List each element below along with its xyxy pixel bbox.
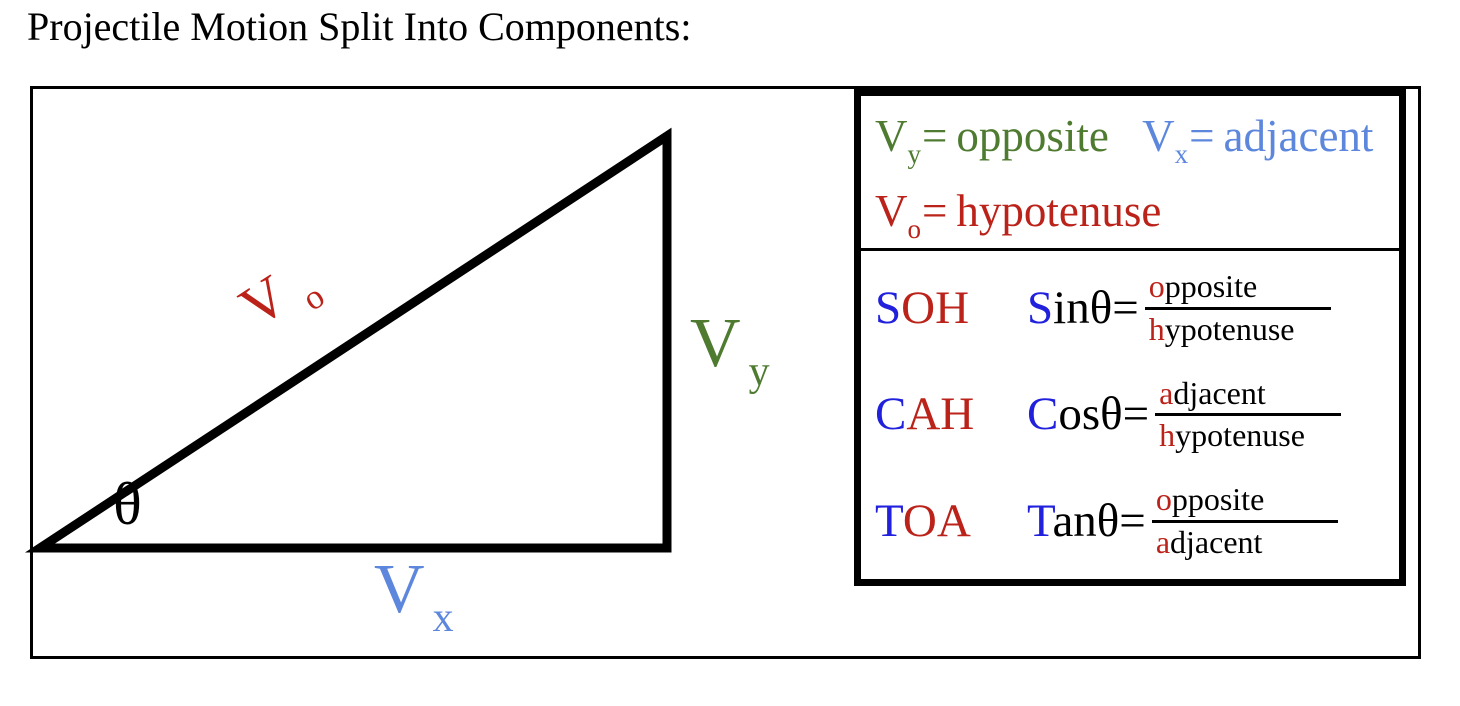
tan-function: Tanθ= [1027, 494, 1146, 547]
definition-vo-word: hypotenuse [956, 186, 1162, 237]
tan-numerator: opposite [1151, 481, 1338, 524]
soh-mnemonic: SOH [875, 281, 1027, 334]
definition-vy: Vy=opposite [875, 111, 1120, 169]
right-triangle [24, 127, 672, 553]
adjacent-side-label-base: V [374, 551, 425, 628]
cos-numerator-initial: a [1159, 374, 1174, 411]
sin-fraction: opposite hypotenuse [1144, 267, 1331, 347]
cah-mnemonic: CAH [875, 390, 1027, 439]
definition-vo-equals: = [922, 186, 948, 237]
cos-numerator: adjacent [1155, 374, 1342, 417]
sin-numerator-initial: o [1148, 267, 1165, 304]
trig-rows: SOH Sinθ= opposite hypotenuse CAH Cosθ= … [861, 251, 1399, 579]
definition-vy-word: opposite [956, 111, 1109, 161]
tan-denominator-rest: djacent [1170, 524, 1263, 561]
toa-mnemonic-rest: OA [902, 494, 971, 547]
sin-denominator: hypotenuse [1145, 310, 1331, 347]
tan-denominator: adjacent [1152, 523, 1338, 560]
definition-vy-sub: y [907, 139, 922, 170]
tan-denominator-initial: a [1155, 524, 1171, 561]
cah-mnemonic-initial: C [875, 388, 907, 441]
adjacent-side-label-sub: x [432, 594, 454, 641]
soh-mnemonic-rest: OH [901, 281, 970, 334]
definition-vo-base: V [875, 186, 908, 237]
cah-mnemonic-rest: AH [906, 388, 975, 441]
angle-theta-label: θ [113, 471, 142, 537]
trig-legend-box: Vy=opposite Vx=adjacent Vo=hypotenuse SO… [854, 89, 1406, 586]
tan-numerator-rest: pposite [1171, 481, 1265, 518]
definition-vx-word: adjacent [1223, 111, 1374, 161]
sin-numerator: opposite [1144, 267, 1331, 310]
cos-denominator-initial: h [1159, 417, 1176, 454]
tan-numerator-initial: o [1155, 481, 1172, 518]
cos-fraction: adjacent hypotenuse [1155, 374, 1342, 454]
cos-function-rest: osθ= [1058, 388, 1150, 441]
definition-vy-equals: = [922, 111, 948, 161]
legend-divider [861, 248, 1399, 251]
tan-function-rest: anθ= [1052, 494, 1146, 547]
toa-mnemonic-initial: T [875, 494, 903, 547]
definition-vx-sub: x [1174, 139, 1189, 170]
definition-vo: Vo=hypotenuse [875, 186, 1162, 244]
tan-fraction: opposite adjacent [1151, 481, 1338, 560]
sin-denominator-initial: h [1148, 310, 1165, 347]
opposite-side-label-sub: y [748, 348, 770, 395]
cah-row: CAH Cosθ= adjacent hypotenuse [861, 374, 1399, 454]
definition-vx: Vx=adjacent [1142, 111, 1374, 169]
cos-denominator: hypotenuse [1155, 416, 1341, 453]
page-title: Projectile Motion Split Into Components: [27, 4, 692, 49]
sin-function-rest: inθ= [1053, 281, 1139, 334]
sin-function-initial: S [1027, 281, 1054, 334]
sin-denominator-rest: ypotenuse [1164, 310, 1295, 347]
cos-denominator-rest: ypotenuse [1175, 417, 1305, 454]
definition-vx-equals: = [1189, 111, 1215, 161]
soh-mnemonic-initial: S [875, 281, 902, 334]
sin-function: Sinθ= [1027, 281, 1139, 334]
soh-row: SOH Sinθ= opposite hypotenuse [861, 267, 1399, 347]
sin-numerator-rest: pposite [1164, 267, 1258, 304]
cos-function-initial: C [1027, 388, 1059, 441]
tan-function-initial: T [1027, 494, 1053, 547]
definition-vx-base: V [1142, 111, 1175, 161]
toa-row: TOA Tanθ= opposite adjacent [861, 481, 1399, 560]
opposite-side-label-base: V [690, 305, 741, 382]
cos-numerator-rest: djacent [1173, 374, 1266, 411]
toa-mnemonic: TOA [875, 494, 1027, 547]
definition-vo-sub: o [907, 214, 922, 245]
definition-vy-base: V [875, 111, 908, 161]
component-definitions: Vy=opposite Vx=adjacent Vo=hypotenuse [861, 96, 1399, 258]
cos-function: Cosθ= [1027, 390, 1149, 439]
diagram-frame [30, 86, 1421, 659]
